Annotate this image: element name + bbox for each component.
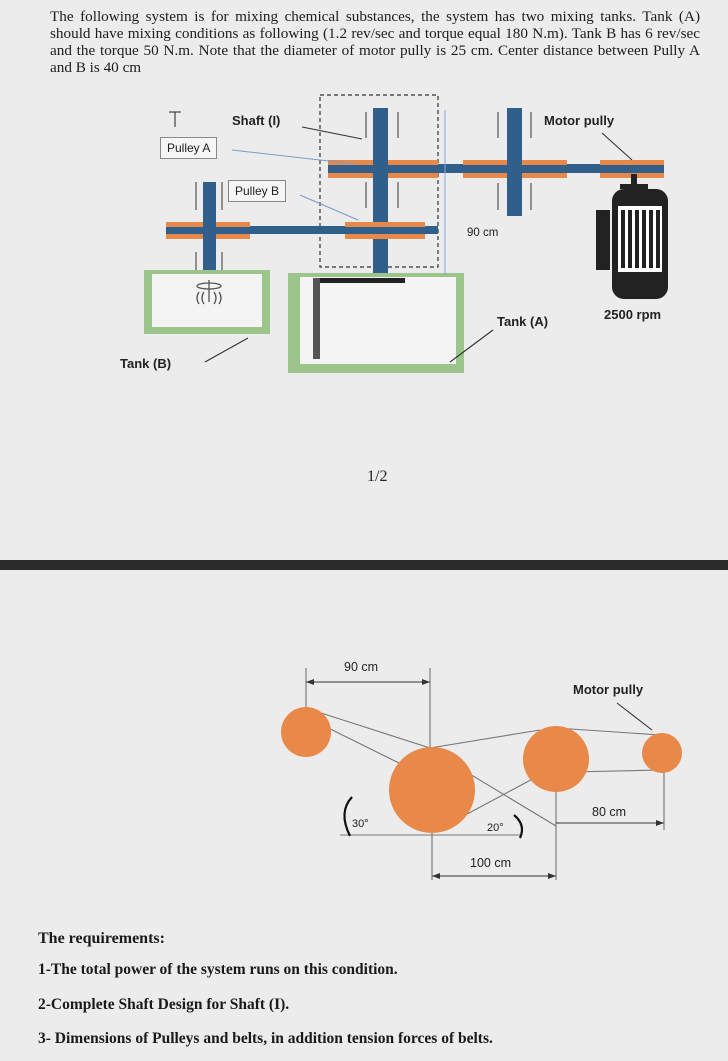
- shaft-i: [373, 108, 388, 282]
- center-distance-90-label: 90 cm: [467, 227, 499, 239]
- tank-b-label: Tank (B): [120, 356, 172, 371]
- lower-belt: [166, 226, 438, 234]
- requirement-item-1: 1-The total power of the system runs on …: [38, 961, 398, 978]
- mixer-impeller-icon: [196, 280, 222, 305]
- requirement-item-2: 2-Complete Shaft Design for Shaft (I).: [38, 996, 290, 1013]
- page-divider: [0, 560, 728, 570]
- pulley-a-label: Pulley A: [160, 137, 218, 159]
- motor-rpm-label: 2500 rpm: [604, 307, 662, 322]
- pulley-large-center: [389, 747, 475, 833]
- intermediate-shaft: [507, 108, 522, 216]
- distance-80cm-label: 80 cm: [592, 805, 627, 819]
- distance-90cm-label: 90 cm: [344, 660, 379, 674]
- pulley-right: [523, 726, 589, 792]
- pulley-top-left: [281, 707, 331, 757]
- tank-b-shaft: [203, 182, 216, 280]
- pulley-b-label: Pulley B: [228, 180, 287, 202]
- motor-pully-label: Motor pully: [544, 113, 615, 128]
- page-number: 1/2: [367, 468, 388, 485]
- angle-arc-right: [513, 814, 524, 839]
- requirement-item-3: 3- Dimensions of Pulleys and belts, in a…: [38, 1030, 493, 1047]
- mixing-system-diagram: [144, 94, 668, 373]
- angle-arc-left: [343, 796, 353, 837]
- upper-belt: [328, 164, 664, 173]
- requirements-title: The requirements:: [38, 930, 165, 947]
- angle-30-label: 30°: [352, 818, 369, 830]
- motor-pulley: [642, 733, 682, 773]
- distance-100cm-label: 100 cm: [470, 856, 511, 870]
- tank-a-label: Tank (A): [497, 314, 549, 329]
- problem-statement: The following system is for mixing chemi…: [50, 8, 700, 76]
- motor-icon: [596, 174, 668, 299]
- belt-geometry-diagram: [281, 668, 682, 880]
- shaft-dashed-frame: [319, 94, 439, 268]
- motor-pully-label-2: Motor pully: [573, 682, 644, 697]
- angle-20-label: 20°: [487, 822, 504, 834]
- shaft-i-label: Shaft (I): [232, 113, 281, 128]
